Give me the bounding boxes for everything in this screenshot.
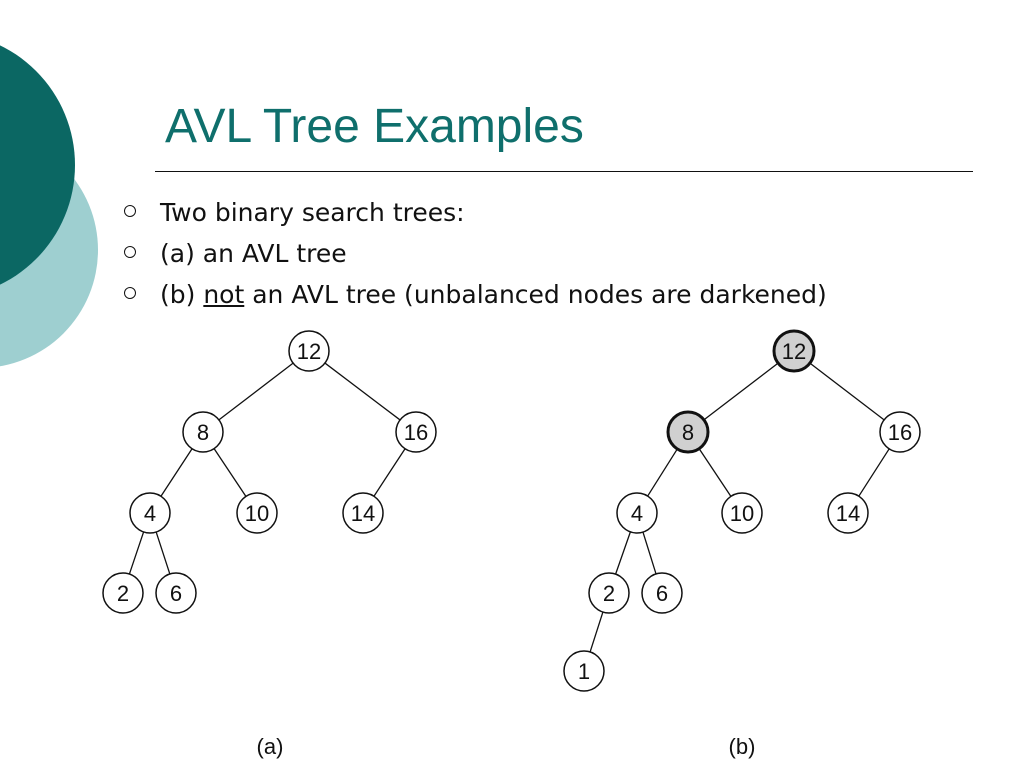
hollow-circle-bullet-icon bbox=[124, 246, 136, 258]
tree-node bbox=[563, 650, 605, 692]
tree-b: 12 8 16 4 10 14 2 6 1 bbox=[563, 329, 921, 692]
tree-node bbox=[129, 492, 171, 534]
tree-edge bbox=[698, 448, 732, 497]
tree-edge bbox=[642, 531, 657, 575]
caption-a: (a) bbox=[257, 734, 284, 759]
tree-edge bbox=[213, 448, 247, 497]
tree-node-label: 1 bbox=[578, 659, 590, 684]
tree-edge bbox=[160, 448, 193, 497]
tree-node-label: 10 bbox=[730, 501, 754, 526]
tree-node-label: 2 bbox=[603, 581, 615, 606]
tree-node-label: 8 bbox=[197, 420, 209, 445]
tree-node bbox=[342, 492, 384, 534]
tree-edge bbox=[128, 531, 145, 575]
decorative-circles bbox=[0, 45, 98, 367]
tree-node bbox=[616, 492, 658, 534]
bullet-item-1: Two binary search trees: bbox=[120, 192, 827, 233]
tree-edge bbox=[218, 362, 294, 421]
bullet-item-3: (b) not an AVL tree (unbalanced nodes ar… bbox=[120, 274, 827, 315]
tree-node bbox=[879, 411, 921, 453]
tree-node-label: 6 bbox=[170, 581, 182, 606]
tree-node bbox=[288, 330, 330, 372]
tree-node-darkened bbox=[666, 410, 710, 454]
bullet-list: Two binary search trees: (a) an AVL tree… bbox=[120, 192, 827, 315]
tree-node bbox=[182, 411, 224, 453]
tree-edge bbox=[373, 448, 406, 497]
hollow-circle-bullet-icon bbox=[124, 205, 136, 217]
tree-edge bbox=[703, 362, 779, 421]
tree-node-label: 14 bbox=[836, 501, 860, 526]
title-divider bbox=[155, 171, 973, 172]
bullet-item-2: (a) an AVL tree bbox=[120, 233, 827, 274]
tree-node-label: 4 bbox=[631, 501, 643, 526]
tree-node-label: 14 bbox=[351, 501, 375, 526]
dark-teal-circle bbox=[0, 45, 75, 285]
tree-node bbox=[588, 572, 630, 614]
tree-node-label: 12 bbox=[297, 339, 321, 364]
hollow-circle-bullet-icon bbox=[124, 287, 136, 299]
tree-node-label: 12 bbox=[782, 339, 806, 364]
tree-a: 12 8 16 4 10 14 2 6 bbox=[102, 330, 437, 614]
tree-node-label: 16 bbox=[888, 420, 912, 445]
bullet-text: Two binary search trees: bbox=[160, 198, 465, 227]
tree-node bbox=[721, 492, 763, 534]
bullet-text-underlined: not bbox=[203, 280, 245, 309]
tree-node-label: 4 bbox=[144, 501, 156, 526]
tree-node bbox=[236, 492, 278, 534]
bullet-text-prefix: (b) bbox=[160, 280, 204, 309]
tree-edge bbox=[614, 531, 632, 575]
caption-b: (b) bbox=[729, 734, 756, 759]
tree-edge bbox=[324, 362, 401, 421]
bullet-text: (a) an AVL tree bbox=[160, 239, 347, 268]
tree-node-label: 16 bbox=[404, 420, 428, 445]
tree-edge bbox=[647, 448, 678, 497]
tree-node bbox=[641, 572, 683, 614]
tree-node bbox=[827, 492, 869, 534]
tree-node bbox=[102, 572, 144, 614]
tree-edge bbox=[858, 448, 890, 497]
tree-edge bbox=[589, 611, 604, 653]
tree-edge bbox=[809, 362, 885, 421]
tree-node-label: 6 bbox=[656, 581, 668, 606]
tree-node-darkened bbox=[772, 329, 816, 373]
tree-node-label: 10 bbox=[245, 501, 269, 526]
tree-node bbox=[395, 411, 437, 453]
tree-node-label: 8 bbox=[682, 420, 694, 445]
bullet-text-suffix: an AVL tree (unbalanced nodes are darken… bbox=[244, 280, 827, 309]
tree-node bbox=[155, 572, 197, 614]
slide-title: AVL Tree Examples bbox=[165, 100, 584, 153]
tree-node-label: 2 bbox=[117, 581, 129, 606]
tree-edge bbox=[155, 531, 171, 575]
